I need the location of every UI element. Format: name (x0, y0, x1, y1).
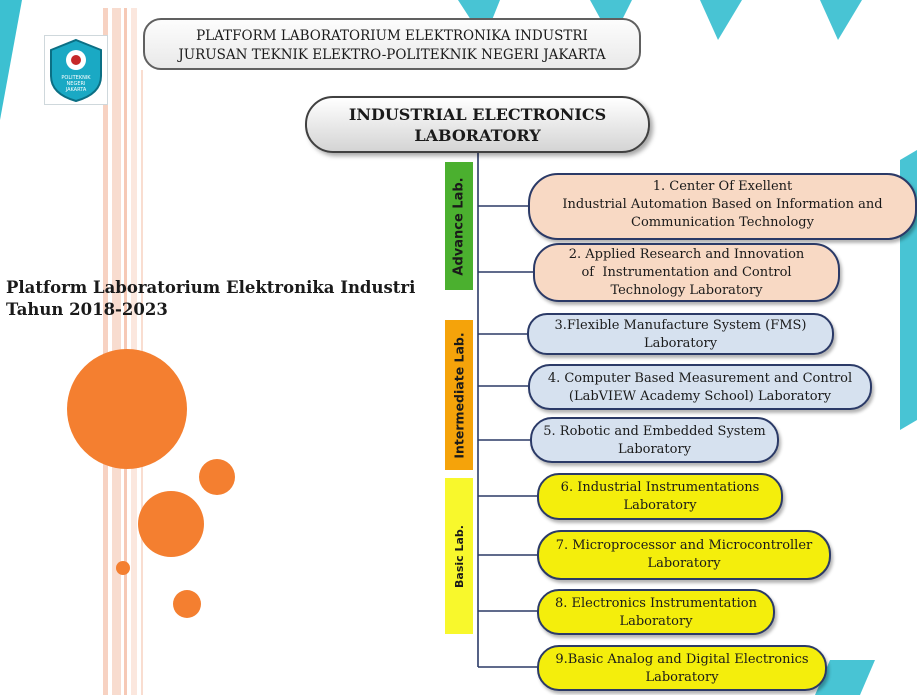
lab-node-2: 2. Applied Research and Innovation of In… (533, 243, 840, 302)
teal-stroke-top-4 (820, 0, 862, 40)
decor-circle-tiny (116, 561, 130, 575)
logo-shield (50, 38, 102, 103)
lab-node-line: Laboratory (647, 556, 721, 571)
lab-node-line: Laboratory (617, 442, 692, 457)
teal-stroke-top-3 (700, 0, 742, 40)
logo-text: NEGERI (67, 81, 86, 87)
lab-node-6: 6. Industrial Instrumentations Laborator… (537, 473, 783, 520)
header-line: JURUSAN TEKNIK ELEKTRO-POLITEKNIK NEGERI… (178, 47, 606, 63)
decor-circle-medium (138, 491, 204, 557)
advance-lab-label: Advance Lab. (451, 176, 467, 276)
lab-node-7: 7. Microprocessor and Microcontroller La… (537, 530, 831, 580)
main-node-line: LABORATORY (414, 126, 541, 145)
decor-circle-large (67, 349, 187, 469)
lab-node-line: 7. Microprocessor and Microcontroller (555, 538, 813, 553)
lab-node-1: 1. Center Of Exellent Industrial Automat… (528, 173, 917, 240)
lab-node-line: Laboratory (619, 614, 693, 629)
header-line: PLATFORM LABORATORIUM ELEKTRONIKA INDUST… (196, 28, 588, 44)
lab-node-line: Technology Laboratory (610, 283, 763, 298)
teal-stroke-left (0, 0, 22, 120)
main-node-line: INDUSTRIAL ELECTRONICS (348, 105, 607, 124)
lab-node-line: 1. Center Of Exellent (652, 179, 793, 194)
lab-node-line: 5. Robotic and Embedded System (543, 424, 766, 439)
lab-node-8: 8. Electronics Instrumentation Laborator… (537, 589, 775, 635)
decor-circle-small (173, 590, 201, 618)
lab-node-9: 9.Basic Analog and Digital Electronics L… (537, 645, 827, 691)
lab-node-line: Communication Technology (631, 215, 814, 230)
teal-stroke-bottom (815, 660, 875, 695)
stripe (103, 8, 108, 695)
industrial-electronics-node: INDUSTRIAL ELECTRONICS LABORATORY (305, 96, 650, 153)
lab-node-line: 8. Electronics Instrumentation (555, 596, 757, 611)
platform-title: Platform Laboratorium Elektronika Indust… (6, 277, 456, 321)
platform-title-line: Platform Laboratorium Elektronika Indust… (6, 278, 416, 297)
logo-text: POLITEKNIK (61, 75, 91, 81)
platform-title-line: Tahun 2018-2023 (6, 300, 168, 319)
logo-text: JAKARTA (65, 87, 87, 93)
platform-header: PLATFORM LABORATORIUM ELEKTRONIKA INDUST… (143, 18, 641, 70)
lab-node-3: 3.Flexible Manufacture System (FMS) Labo… (527, 313, 834, 355)
basic-lab-band: Basic Lab. (445, 478, 473, 634)
lab-node-line: 9.Basic Analog and Digital Electronics (555, 652, 809, 667)
lab-node-line: (LabVIEW Academy School) Laboratory (568, 389, 832, 404)
lab-node-4: 4. Computer Based Measurement and Contro… (528, 364, 872, 410)
intermediate-lab-band: Intermediate Lab. (445, 320, 473, 470)
lab-node-line: Laboratory (643, 336, 718, 351)
lab-node-line: of Instrumentation and Control (581, 265, 792, 280)
lab-node-line: Laboratory (645, 670, 719, 685)
lab-node-line: Industrial Automation Based on Informati… (562, 197, 883, 212)
lab-node-line: 3.Flexible Manufacture System (FMS) (554, 318, 807, 333)
intermediate-lab-label: Intermediate Lab. (451, 331, 467, 459)
lab-node-line: 4. Computer Based Measurement and Contro… (547, 371, 853, 386)
logo-emblem-center (71, 55, 81, 65)
basic-lab-label: Basic Lab. (452, 524, 466, 588)
lab-node-line: Laboratory (623, 498, 697, 513)
lab-node-line: 2. Applied Research and Innovation (568, 247, 805, 262)
advance-lab-band: Advance Lab. (445, 162, 473, 290)
lab-node-line: 6. Industrial Instrumentations (560, 480, 760, 495)
lab-node-5: 5. Robotic and Embedded System Laborator… (530, 417, 779, 463)
institution-logo: POLITEKNIK NEGERI JAKARTA (44, 35, 108, 105)
decor-circle-small (199, 459, 235, 495)
